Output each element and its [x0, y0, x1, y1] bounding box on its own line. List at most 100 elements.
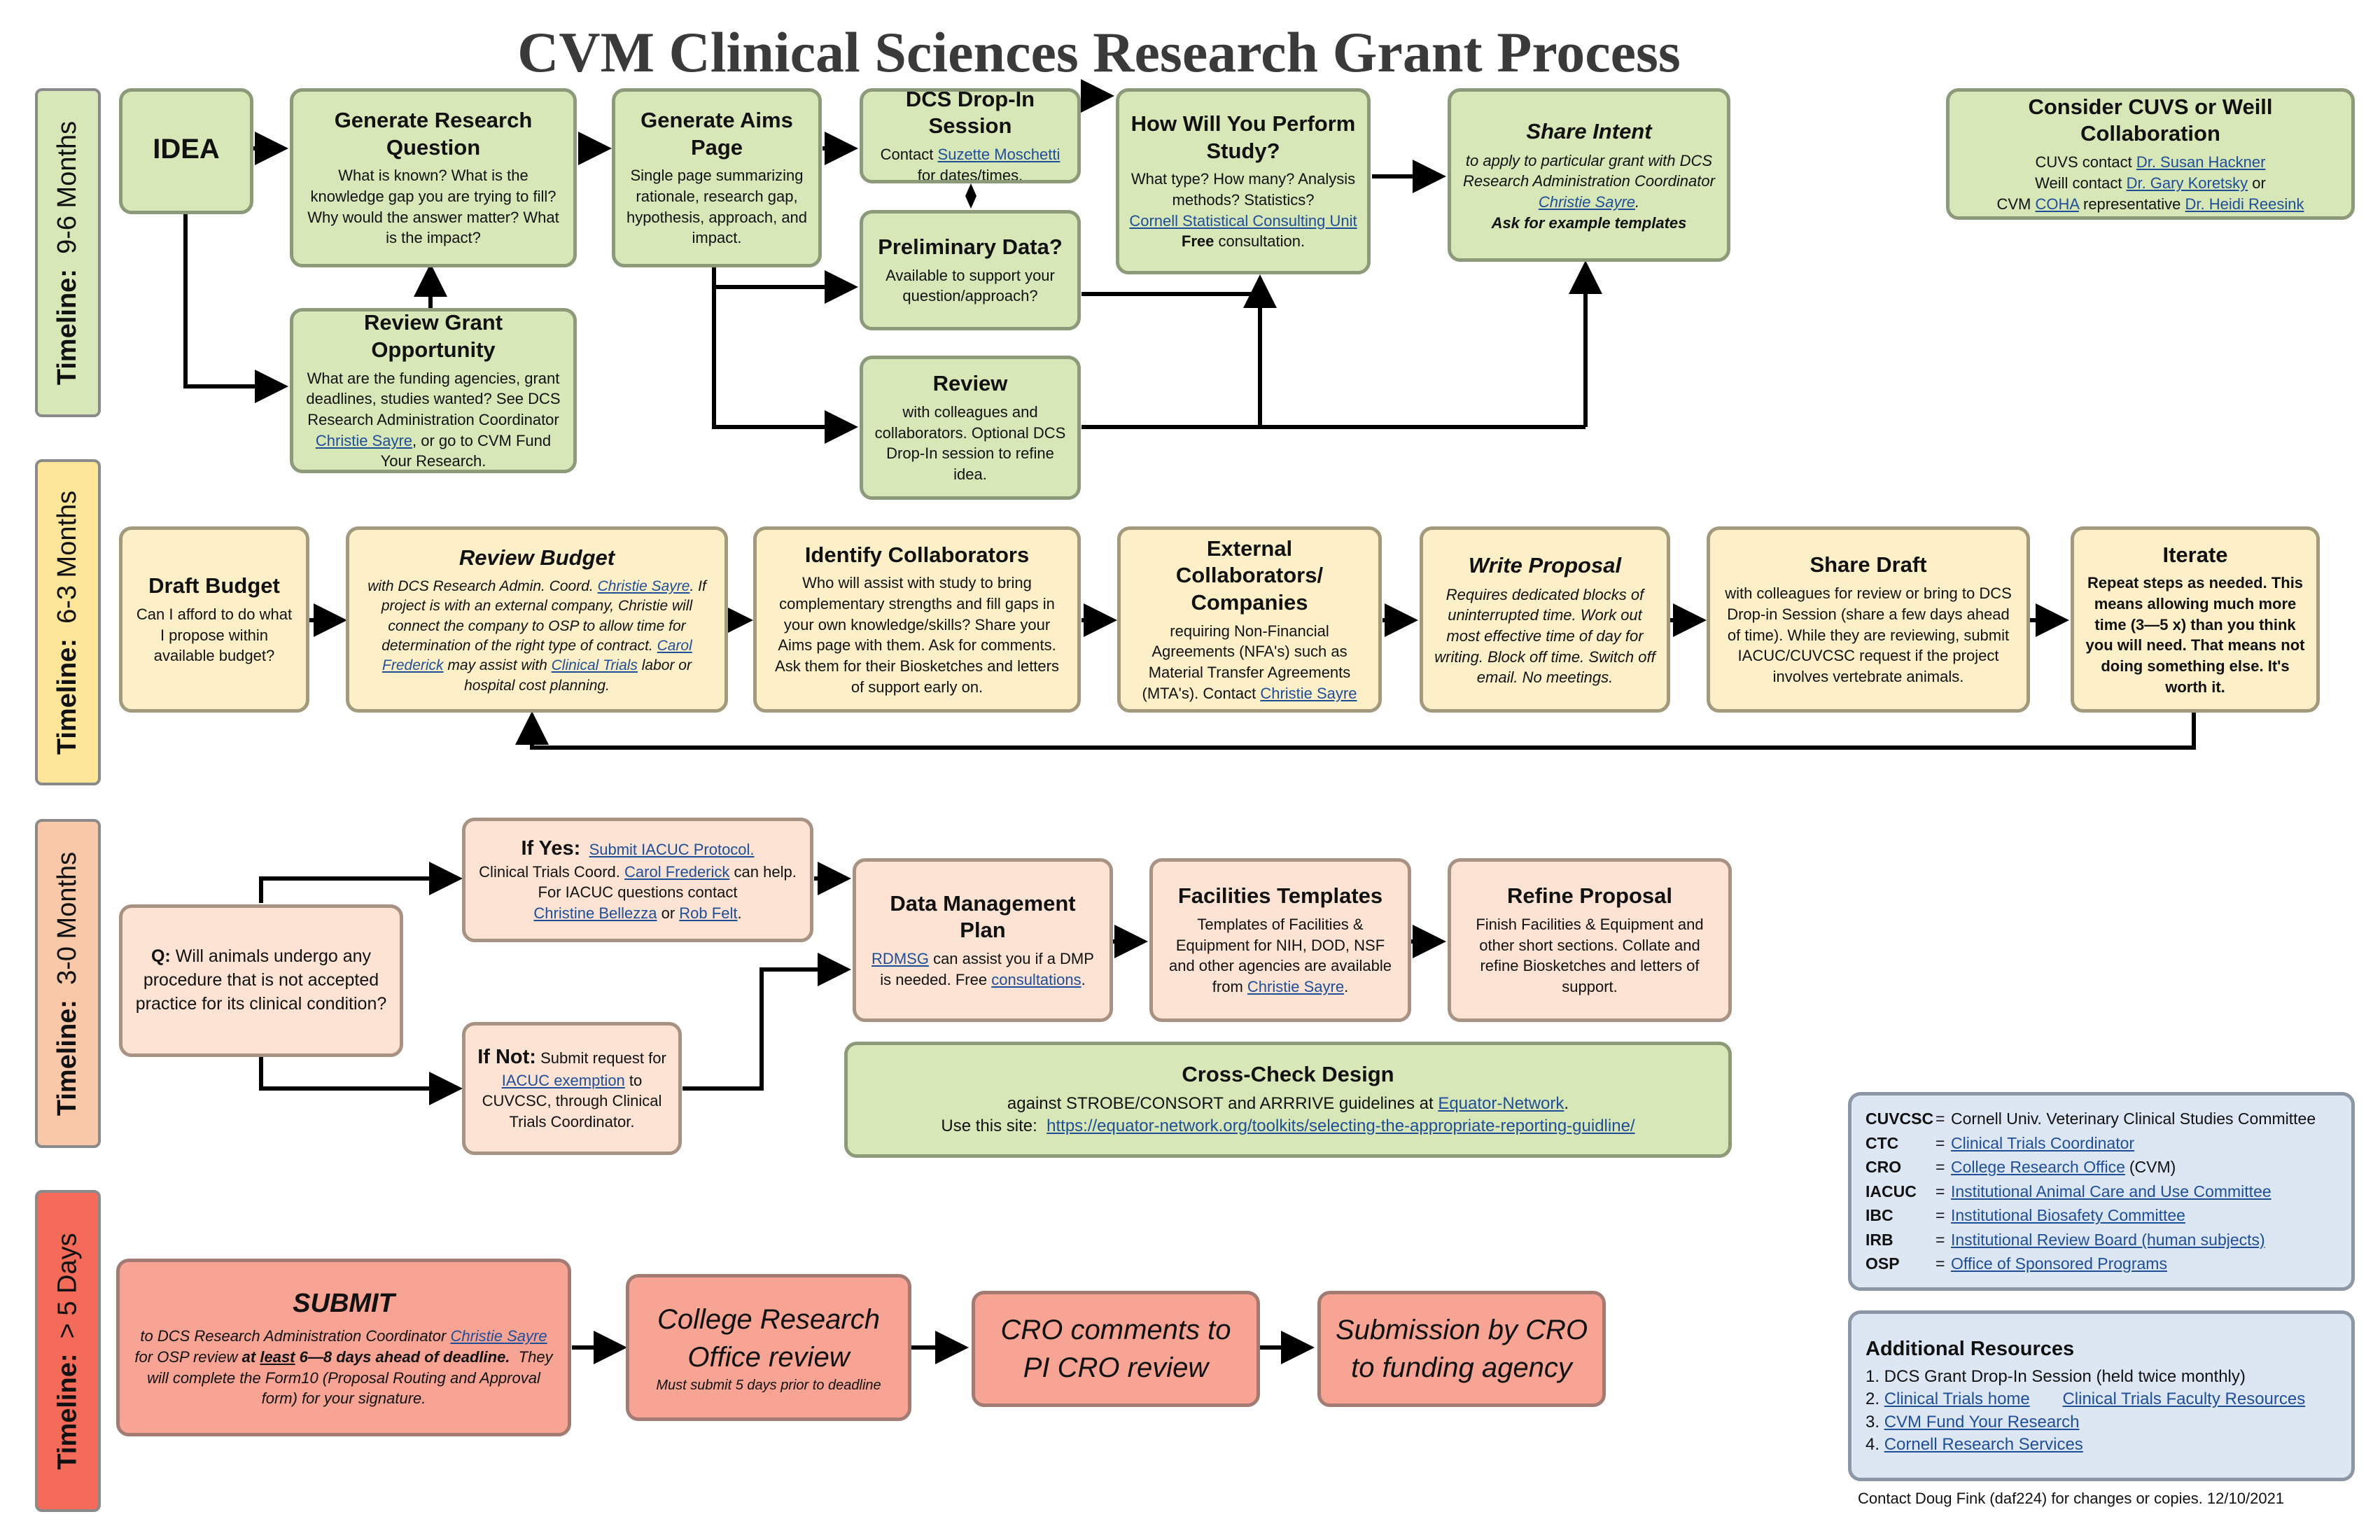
equator-network-link[interactable]: Equator-Network — [1438, 1093, 1564, 1113]
box-body-2: can help. — [734, 862, 797, 881]
legend-abbr: IBC — [1865, 1206, 1893, 1225]
legend-equals: = — [1935, 1206, 1945, 1225]
deadline-text: 6—8 days ahead of deadline. — [299, 1348, 510, 1366]
legend-definition[interactable]: Institutional Animal Care and Use Commit… — [1951, 1182, 2272, 1200]
idea-label: IDEA — [153, 134, 220, 164]
cvm-fund-link[interactable]: CVM Fund Your Research — [1884, 1412, 2080, 1432]
footer-contact: Contact Doug Fink (daf224) for changes o… — [1858, 1490, 2285, 1507]
box-body: What is known? What is the knowledge gap… — [307, 167, 559, 247]
box-title: How Will You Perform Study? — [1130, 111, 1356, 163]
page-title: CVM Clinical Sciences Research Grant Pro… — [517, 20, 1681, 84]
legend-row: IRB=Institutional Review Board (human su… — [1865, 1228, 2316, 1252]
coha-link[interactable]: COHA — [2035, 195, 2079, 213]
perform-study-box: How Will You Perform Study? What type? H… — [1116, 88, 1371, 274]
box-title: Generate Research Question — [334, 107, 533, 160]
box-body: Available to support your question/appro… — [886, 266, 1055, 305]
stat-consulting-link[interactable]: Cornell Statistical Consulting Unit — [1129, 211, 1357, 230]
clinical-trials-home-link[interactable]: Clinical Trials home — [1884, 1390, 2030, 1409]
box-title: Facilities Templates — [1177, 883, 1383, 909]
legend-abbr: OSP — [1865, 1254, 1900, 1273]
consult-label: consultation. — [1218, 232, 1306, 251]
box-title: Share Draft — [1809, 552, 1927, 578]
cornell-research-link[interactable]: Cornell Research Services — [1884, 1434, 2083, 1454]
ask-templates: Ask for example templates — [1491, 214, 1687, 232]
legend-definition[interactable]: Office of Sponsored Programs — [1951, 1254, 2167, 1273]
iacuc-exemption-link[interactable]: IACUC exemption — [501, 1071, 625, 1089]
carol-frederick-link[interactable]: Carol Frederick — [382, 637, 692, 674]
timeline-band-1: Timeline: 9-6 Months — [35, 88, 101, 417]
box-title: External Collaborators/ Companies — [1175, 536, 1324, 615]
carol-frederick-link[interactable]: Carol Frederick — [624, 862, 730, 881]
heidi-reesink-link[interactable]: Dr. Heidi Reesink — [2185, 195, 2304, 213]
christie-sayre-link[interactable]: Christie Sayre — [597, 578, 690, 594]
legend-row: IBC = Institutional Biosafety Committee — [1865, 1203, 2316, 1228]
cro-comments-box: CRO comments to PI CRO review — [972, 1291, 1260, 1407]
legend-abbr: IRB — [1865, 1230, 1893, 1249]
box-title: CRO comments to PI CRO review — [1000, 1315, 1231, 1383]
period: . — [1564, 1093, 1569, 1113]
resource-2-num: 2. — [1865, 1390, 1880, 1409]
box-body: Will animals undergo any procedure that … — [135, 946, 387, 1014]
rdmsg-link[interactable]: RDMSG — [872, 950, 929, 968]
review-grant-box: Review Grant Opportunity What are the fu… — [290, 308, 577, 473]
legend-abbr: CTC — [1865, 1133, 1899, 1152]
legend-equals: = — [1935, 1182, 1945, 1200]
legend-row: CRO=College Research Office(CVM) — [1865, 1155, 2316, 1180]
submission-box: Submission by CRO to funding agency — [1317, 1291, 1606, 1407]
box-body-2: for OSP review — [134, 1348, 238, 1366]
if-yes-box: If Yes: Submit IACUC Protocol. Clinical … — [462, 818, 813, 942]
christie-sayre-link[interactable]: Christie Sayre — [450, 1327, 547, 1345]
box-title: Consider CUVS or Weill Collaboration — [2028, 94, 2273, 146]
box-body: Finish Facilities & Equipment and other … — [1476, 916, 1704, 996]
review-colleagues-box: Review with colleagues and collaborators… — [860, 356, 1081, 500]
box-title: Draft Budget — [148, 573, 280, 598]
box-body-4: They will complete the Form10 (Proposal … — [147, 1348, 553, 1408]
gary-koretsky-link[interactable]: Dr. Gary Koretsky — [2126, 174, 2248, 192]
box-title: Preliminary Data? — [878, 234, 1063, 259]
box-title: Additional Resources — [1865, 1337, 2075, 1360]
line-text: CVM — [1996, 195, 2031, 213]
box-title: Review Grant Opportunity — [363, 310, 503, 362]
timeline-band-3: Timeline: 3-0 Months — [35, 819, 101, 1148]
least-text: least — [260, 1348, 295, 1366]
susan-hackner-link[interactable]: Dr. Susan Hackner — [2136, 153, 2266, 172]
if-not-box: If Not: Submit request for IACUC exempti… — [462, 1022, 682, 1155]
box-body: Submit request for — [540, 1049, 666, 1068]
submit-iacuc-link[interactable]: Submit IACUC Protocol. — [589, 841, 755, 859]
free-label: Free — [1181, 232, 1214, 251]
christine-bellezza-link[interactable]: Christine Bellezza — [533, 904, 657, 922]
box-body: Requires dedicated blocks of uninterrupt… — [1434, 585, 1656, 687]
timeline-band-4: Timeline: > 5 Days — [35, 1190, 101, 1512]
legend-definition[interactable]: Institutional Review Board (human subjec… — [1951, 1230, 2265, 1249]
christie-sayre-link[interactable]: Christie Sayre — [1247, 978, 1345, 996]
legend-abbr: IACUC — [1865, 1182, 1917, 1200]
resource-3-num: 3. — [1865, 1412, 1880, 1432]
period: . — [1081, 970, 1086, 988]
consultations-link[interactable]: consultations — [991, 970, 1082, 988]
christie-sayre-link[interactable]: Christie Sayre — [1260, 684, 1357, 702]
box-title: Generate Aims Page — [640, 107, 793, 160]
box-title: SUBMIT — [293, 1288, 395, 1318]
legend-definition[interactable]: Clinical Trials Coordinator — [1951, 1133, 2135, 1152]
legend-definition[interactable]: Institutional Biosafety Committee — [1951, 1206, 2185, 1225]
clinical-trials-link[interactable]: Clinical Trials — [551, 657, 638, 674]
legend-abbr: CUVCSC — [1865, 1110, 1934, 1128]
christie-sayre-link[interactable]: Christie Sayre — [315, 431, 413, 449]
christie-sayre-link[interactable]: Christie Sayre — [1538, 192, 1636, 211]
line-text: Weill contact — [2035, 174, 2122, 192]
legend-row: OSP = Office of Sponsored Programs — [1865, 1252, 2316, 1276]
box-body-2: Use this site: — [941, 1116, 1037, 1136]
legend-definition[interactable]: College Research Office — [1951, 1158, 2125, 1177]
equator-toolkit-link[interactable]: https://equator-network.org/toolkits/sel… — [1046, 1116, 1635, 1136]
legend-equals: = — [1935, 1254, 1945, 1273]
box-title: If Yes: — [521, 837, 581, 860]
box-title: Iterate — [2162, 542, 2228, 567]
clinical-trials-faculty-link[interactable]: Clinical Trials Faculty Resources — [2062, 1390, 2306, 1409]
box-title: Write Proposal — [1468, 552, 1622, 578]
share-intent-box: Share Intent to apply to particular gran… — [1448, 88, 1730, 262]
rob-felt-link[interactable]: Rob Felt — [679, 904, 738, 922]
suzette-moschetti-link[interactable]: Suzette Moschetti — [937, 146, 1060, 164]
box-body: Clinical Trials Coord. — [479, 862, 620, 881]
box-title: Identify Collaborators — [804, 542, 1030, 567]
